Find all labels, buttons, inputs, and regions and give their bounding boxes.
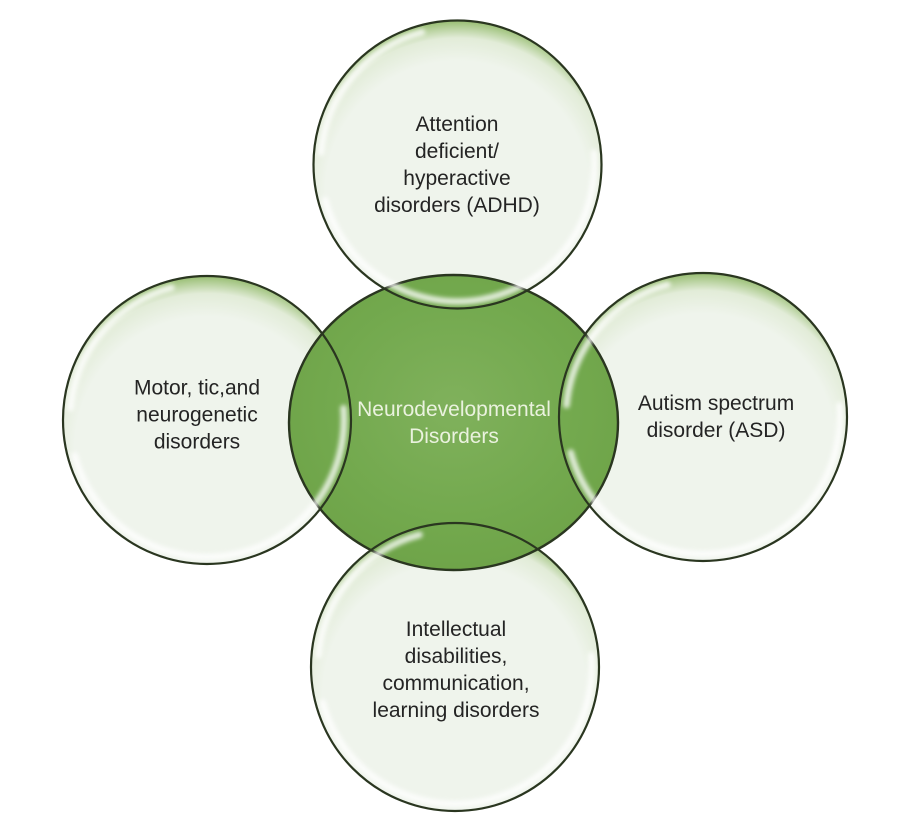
- center-ellipse-shape: [287, 273, 620, 572]
- satellite-outlines: [61, 19, 849, 813]
- asd-circle-shape: [559, 273, 847, 561]
- adhd-circle-shape: [313, 20, 602, 309]
- intellectual-circle-shape: [311, 523, 599, 811]
- satellite-fills: [63, 20, 847, 811]
- intellectual-circle-outline: [309, 521, 601, 813]
- adhd-circle-outline: [312, 19, 603, 310]
- motor-circle-shape: [63, 276, 351, 564]
- asd-circle-outline: [557, 271, 849, 563]
- motor-circle-outline: [61, 274, 353, 566]
